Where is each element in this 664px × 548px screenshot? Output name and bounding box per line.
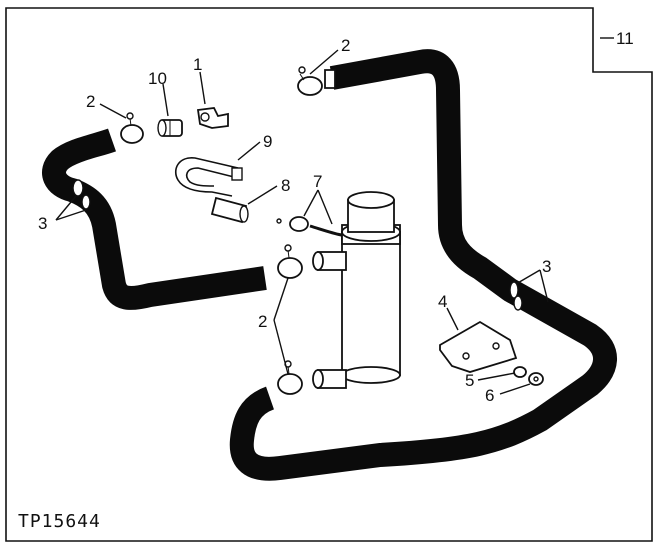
hose-clamp-top-right bbox=[297, 66, 323, 96]
elbow-fitting bbox=[196, 107, 229, 129]
callout-3-right: 3 bbox=[542, 257, 551, 276]
hose-clamp-bottom bbox=[277, 360, 303, 395]
callout-5: 5 bbox=[465, 371, 474, 390]
callout-8: 8 bbox=[281, 176, 290, 195]
callout-1: 1 bbox=[193, 55, 202, 74]
bolt bbox=[513, 366, 527, 378]
callout-9: 9 bbox=[263, 132, 272, 151]
hose-clamp-mid bbox=[277, 244, 303, 279]
callout-2-left: 2 bbox=[86, 92, 95, 111]
callout-leaders bbox=[55, 37, 614, 395]
straight-fitting bbox=[157, 119, 183, 137]
callout-6: 6 bbox=[485, 386, 494, 405]
left-hose bbox=[42, 128, 267, 310]
figure-id: TP15644 bbox=[18, 511, 101, 532]
callout-10: 10 bbox=[148, 69, 167, 88]
callout-3-left: 3 bbox=[38, 214, 47, 233]
right-hose bbox=[229, 49, 617, 481]
callout-2-top: 2 bbox=[341, 36, 350, 55]
callout-7: 7 bbox=[313, 172, 322, 191]
bracket bbox=[439, 320, 518, 373]
callout-4: 4 bbox=[438, 292, 447, 311]
callout-11: 11 bbox=[616, 29, 634, 48]
frame-border bbox=[5, 7, 653, 542]
u-tube bbox=[174, 157, 243, 197]
hose-clamp-top-left bbox=[120, 112, 144, 144]
nut bbox=[528, 372, 544, 386]
cylinder bbox=[312, 191, 401, 389]
callout-2-mid: 2 bbox=[258, 312, 267, 331]
short-tube bbox=[210, 196, 249, 224]
